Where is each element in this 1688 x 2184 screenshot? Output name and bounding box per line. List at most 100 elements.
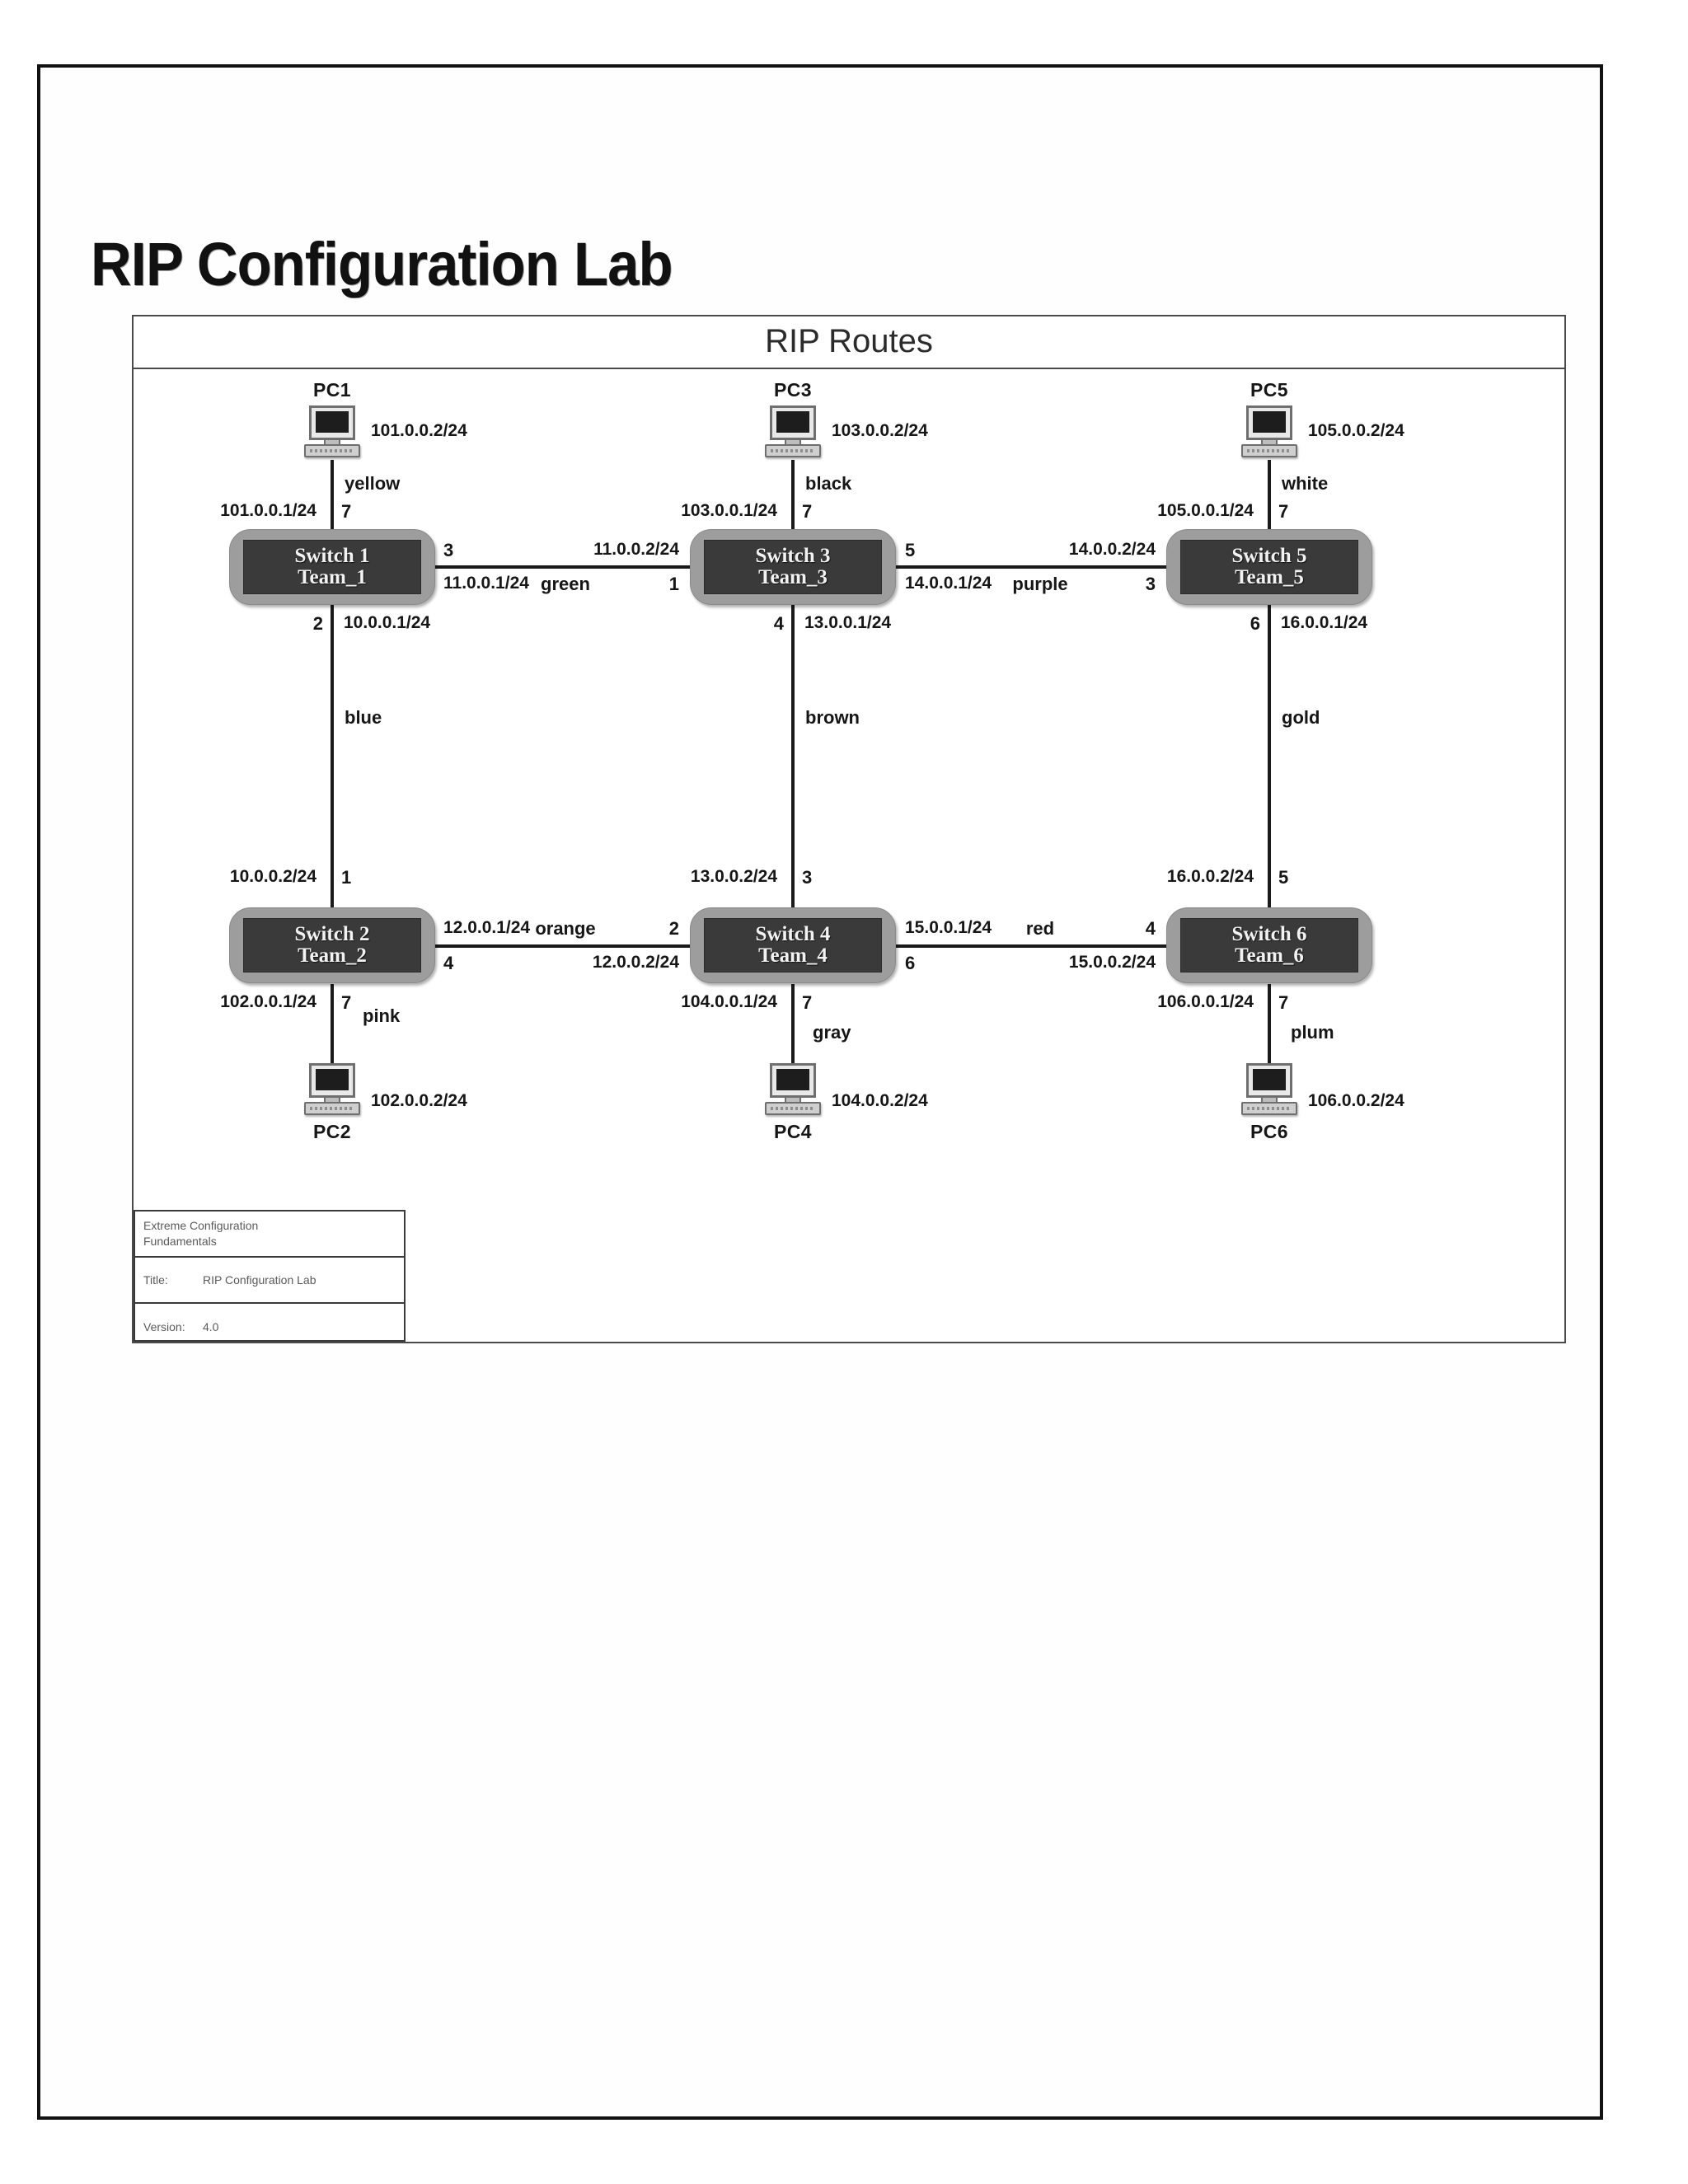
switch3-port5-num: 5 — [905, 540, 916, 560]
switch3-port7-num: 7 — [802, 501, 813, 522]
switch4-port7-ip: 104.0.0.1/24 — [681, 992, 777, 1011]
monitor-stand — [324, 1098, 340, 1103]
switch4-port7-num: 7 — [802, 992, 813, 1013]
pc5-ip: 105.0.0.2/24 — [1308, 421, 1404, 440]
switch5-port7-num: 7 — [1278, 501, 1289, 522]
link-pink-label: pink — [363, 1005, 401, 1026]
switch6-port7-num: 7 — [1278, 992, 1289, 1013]
switch4-node[interactable]: Switch 4 Team_4 — [690, 907, 896, 983]
monitor-stand — [785, 440, 801, 445]
switch1-label: Switch 1 — [294, 544, 370, 567]
switch4-label: Switch 4 — [755, 922, 831, 945]
switch5-node[interactable]: Switch 5 Team_5 — [1166, 529, 1372, 605]
switch3-port5-ip: 14.0.0.1/24 — [905, 574, 992, 593]
link-gold-label: gold — [1282, 707, 1320, 728]
switch2-port4-ip: 12.0.0.1/24 — [443, 918, 531, 937]
pc3-icon — [765, 405, 821, 458]
switch2-port1-ip: 10.0.0.2/24 — [229, 867, 316, 886]
link-gray-label: gray — [813, 1022, 851, 1043]
title-block-version-key: Version: — [143, 1320, 185, 1333]
switch5-port3-ip: 14.0.0.2/24 — [1068, 540, 1156, 559]
switch4-port6-num: 6 — [905, 953, 916, 973]
link-brown-label: brown — [805, 707, 860, 728]
switch3-node[interactable]: Switch 3 Team_3 — [690, 529, 896, 605]
pc2-name: PC2 — [313, 1121, 351, 1142]
switch6-team: Team_6 — [1235, 944, 1304, 967]
title-block: Extreme Configuration Fundamentals Title… — [134, 1210, 406, 1342]
switch6-port4-ip: 15.0.0.2/24 — [1068, 953, 1156, 972]
link-orange-label: orange — [535, 918, 596, 939]
monitor-stand — [785, 1098, 801, 1103]
switch3-body: Switch 3 Team_3 — [704, 540, 882, 594]
title-block-title-value: RIP Configuration Lab — [203, 1273, 316, 1286]
keyboard-icon — [765, 1102, 821, 1115]
link-yellow-label: yellow — [345, 473, 401, 494]
keyboard-icon — [304, 444, 360, 457]
switch1-port3-ip: 11.0.0.1/24 — [443, 574, 529, 593]
switch4-port2-num: 2 — [668, 918, 679, 939]
switch1-team: Team_1 — [298, 566, 367, 588]
switch2-port7-num: 7 — [341, 992, 352, 1013]
switch4-port3-ip: 13.0.0.2/24 — [690, 867, 777, 886]
link-white-label: white — [1282, 473, 1329, 494]
title-block-title-key: Title: — [143, 1273, 168, 1286]
switch3-port7-ip: 103.0.0.1/24 — [681, 501, 777, 520]
switch3-team: Team_3 — [758, 566, 828, 588]
switch6-node[interactable]: Switch 6 Team_6 — [1166, 907, 1372, 983]
switch2-team: Team_2 — [298, 944, 367, 967]
title-block-title-row: Title: RIP Configuration Lab — [135, 1258, 404, 1304]
switch5-port3-num: 3 — [1145, 574, 1156, 594]
pc4-name: PC4 — [774, 1121, 812, 1142]
switch3-label: Switch 3 — [755, 544, 831, 567]
switch1-port2-ip: 10.0.0.1/24 — [344, 613, 431, 632]
switch1-port7-num: 7 — [341, 501, 352, 522]
title-block-version-row: Version: 4.0 — [135, 1304, 404, 1350]
switch1-port2-num: 2 — [312, 613, 323, 634]
link-plum-label: plum — [1291, 1022, 1334, 1043]
switch1-body: Switch 1 Team_1 — [243, 540, 421, 594]
switch2-port7-ip: 102.0.0.1/24 — [220, 992, 316, 1011]
switch6-port5-num: 5 — [1278, 867, 1289, 888]
switch6-body: Switch 6 Team_6 — [1180, 918, 1358, 972]
switch3-port4-num: 4 — [773, 613, 784, 634]
pc1-ip: 101.0.0.2/24 — [371, 421, 467, 440]
pc5-name: PC5 — [1250, 379, 1288, 401]
switch2-port4-num: 4 — [443, 953, 454, 973]
monitor-icon — [309, 405, 355, 440]
switch2-node[interactable]: Switch 2 Team_2 — [229, 907, 435, 983]
switch6-label: Switch 6 — [1231, 922, 1307, 945]
diagram-header-title: RIP Routes — [765, 323, 933, 359]
switch3-port4-ip: 13.0.0.1/24 — [804, 613, 892, 632]
title-block-org-row: Extreme Configuration Fundamentals — [135, 1212, 404, 1258]
link-black-label: black — [805, 473, 852, 494]
switch2-label: Switch 2 — [294, 922, 370, 945]
title-block-org-line2: Fundamentals — [143, 1235, 217, 1248]
pc3-name: PC3 — [774, 379, 812, 401]
page-title: RIP Configuration Lab — [91, 230, 673, 298]
link-red-label: red — [1025, 918, 1055, 939]
switch1-port7-ip: 101.0.0.1/24 — [220, 501, 316, 520]
pc6-ip: 106.0.0.2/24 — [1308, 1091, 1404, 1110]
monitor-stand — [324, 440, 340, 445]
switch1-port3-num: 3 — [443, 540, 454, 560]
monitor-icon — [309, 1063, 355, 1098]
monitor-icon — [1246, 1063, 1292, 1098]
monitor-icon — [770, 405, 816, 440]
keyboard-icon — [304, 1102, 360, 1115]
switch4-port6-ip: 15.0.0.1/24 — [905, 918, 992, 937]
switch5-port6-num: 6 — [1250, 613, 1260, 634]
switch2-body: Switch 2 Team_2 — [243, 918, 421, 972]
network-diagram: RIP Routes — [132, 315, 1566, 1343]
pc1-icon — [304, 405, 360, 458]
monitor-stand — [1261, 440, 1278, 445]
pc4-ip: 104.0.0.2/24 — [832, 1091, 928, 1110]
switch5-label: Switch 5 — [1231, 544, 1307, 567]
switch2-port1-num: 1 — [341, 867, 352, 888]
switch4-port2-ip: 12.0.0.2/24 — [592, 953, 679, 972]
title-block-org: Extreme Configuration Fundamentals — [143, 1218, 258, 1249]
monitor-icon — [770, 1063, 816, 1098]
pc1-name: PC1 — [313, 379, 351, 401]
pc2-icon — [304, 1063, 360, 1116]
switch1-node[interactable]: Switch 1 Team_1 — [229, 529, 435, 605]
link-blue-label: blue — [345, 707, 382, 728]
